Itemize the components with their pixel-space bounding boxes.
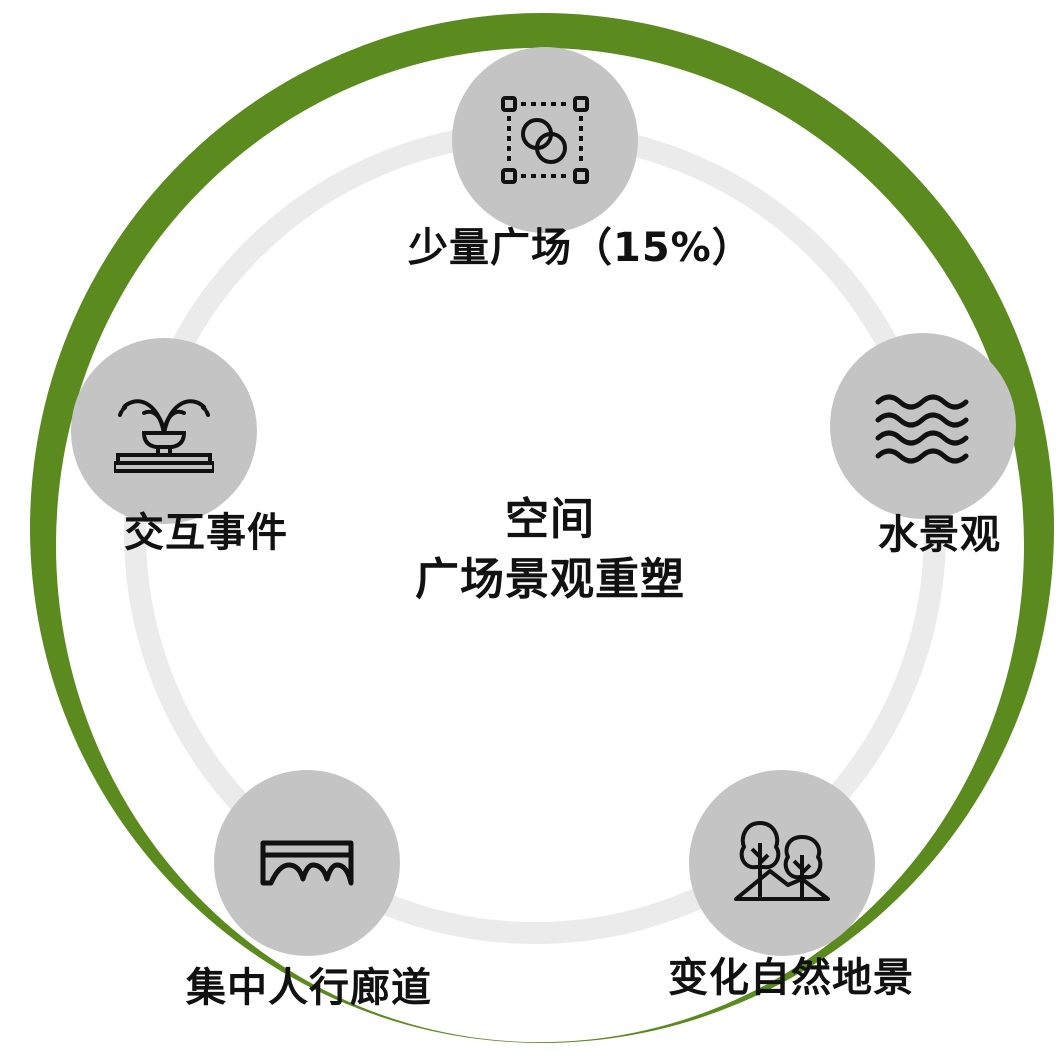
node-label-natural-terrain: 变化自然地景 xyxy=(668,955,914,1001)
node-small-plaza xyxy=(452,47,638,233)
center-title-line1: 空间 xyxy=(505,494,595,545)
trees-hill-icon xyxy=(734,821,830,901)
node-pedestrian-corridor xyxy=(214,770,400,956)
arched-bridge-icon xyxy=(260,840,354,886)
center-title-line2: 广场景观重塑 xyxy=(415,554,685,605)
node-label-pedestrian-corridor: 集中人行廊道 xyxy=(186,965,432,1011)
water-waves-icon xyxy=(875,394,969,464)
node-label-interactive-events: 交互事件 xyxy=(124,510,288,556)
node-natural-terrain xyxy=(689,770,875,956)
node-label-water-landscape: 水景观 xyxy=(878,512,1001,558)
square-plaza-icon xyxy=(501,96,589,184)
node-interactive-events xyxy=(71,338,257,524)
node-water-landscape xyxy=(830,333,1016,519)
fountain-icon xyxy=(114,399,214,473)
node-label-small-plaza: 少量广场（15%） xyxy=(408,225,753,271)
